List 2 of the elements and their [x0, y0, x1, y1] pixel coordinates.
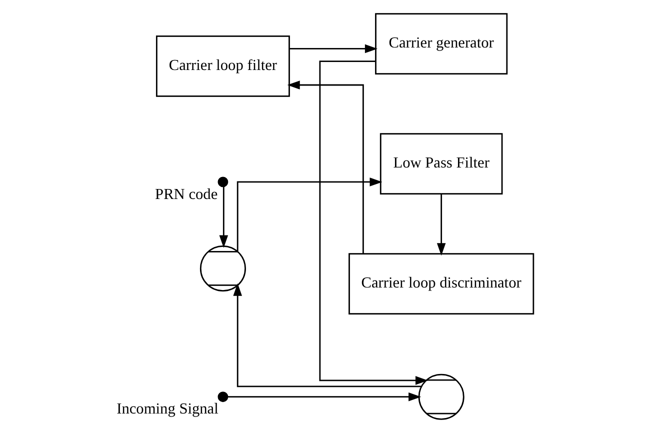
- node-label: PRN code: [154, 186, 218, 203]
- node-label: Incoming Signal: [116, 400, 218, 418]
